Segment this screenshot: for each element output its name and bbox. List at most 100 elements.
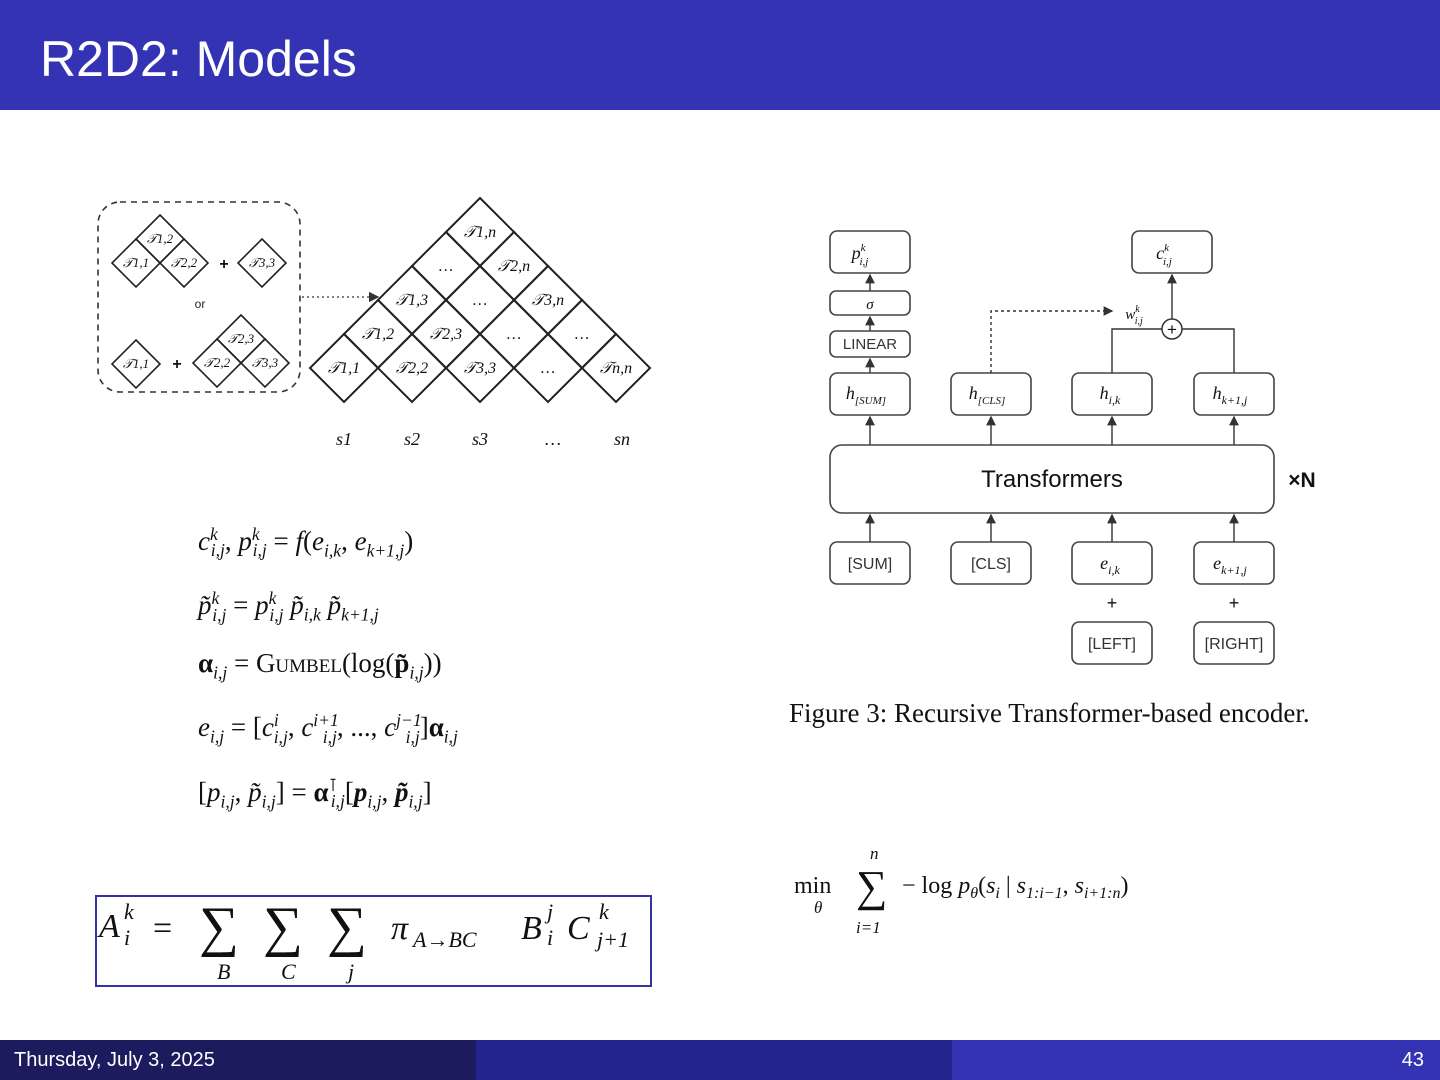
svg-text:i=1: i=1 <box>856 918 881 937</box>
svg-text:=: = <box>153 910 172 947</box>
right-token-box <box>1193 621 1275 665</box>
left-token-label: [LEFT] <box>1088 636 1136 653</box>
equation-3: αi,j = Gumbel(log(p̃i,j)) <box>198 647 442 683</box>
svg-text:h[CLS]: h[CLS] <box>969 383 1006 407</box>
h-sum-sub: [SUM] <box>855 395 886 407</box>
w-sub: i,j <box>1135 316 1143 327</box>
page-number: 43 <box>1401 1049 1424 1071</box>
equation-5: [pi,j, p̃i,j] = α⊺i,j[pi,j, p̃i,j] <box>198 774 432 811</box>
slide-footer: Thursday, July 3, 2025 43 <box>0 1040 1440 1080</box>
h-cls-label: h <box>969 383 978 403</box>
svg-text:pki,j: pk i,j <box>850 242 869 268</box>
triangle-label: … <box>473 292 487 309</box>
inset-label: 𝒯3,3 <box>249 255 276 270</box>
triangle-label: 𝒯3,3 <box>464 360 496 377</box>
p-output-sup: k <box>861 242 867 254</box>
svg-text:θ: θ <box>814 898 822 917</box>
e-k1j-sub: k+1,j <box>1221 563 1247 577</box>
equation-block: cki,j, pki,j = f(ei,k, ek+1,j) p̃ki,j = … <box>198 510 618 825</box>
w-sup: k <box>1135 304 1140 315</box>
triangle-label: 𝒯1,n <box>464 224 496 241</box>
svg-text:A→BC: A→BC <box>411 927 477 952</box>
transformers-label: Transformers <box>981 466 1123 493</box>
svg-text:∑: ∑ <box>856 862 887 911</box>
inset-label: 𝒯2,2 <box>171 255 198 270</box>
inside-formula: A k i = ∑ B ∑ C ∑ j π A→BC B j i C k j+1 <box>97 896 629 984</box>
linear-label: LINEAR <box>843 336 897 353</box>
h-cls-sub: [CLS] <box>978 395 1006 407</box>
svg-text:min: min <box>794 873 831 899</box>
chart-table-diagram: 𝒯1,2 𝒯1,1 𝒯2,2 𝒯3,3 𝒯2,3 𝒯1,1 𝒯2,2 𝒯3,3 … <box>97 196 652 449</box>
triangle-label: 𝒯2,2 <box>396 360 428 377</box>
h-ik-label: h <box>1100 383 1109 403</box>
c-output-sub: i,j <box>1163 256 1172 268</box>
inset-label: 𝒯2,3 <box>228 331 255 346</box>
sequence-label: sn <box>614 429 630 449</box>
svg-text:hk+1,j: hk+1,j <box>1213 383 1248 407</box>
cls-token-label: [CLS] <box>971 556 1011 573</box>
h-sum-box <box>829 372 911 416</box>
triangle-grid <box>308 196 652 404</box>
loss-formula: min θ n ∑ i=1 − log pθ(si | s1:i−1, si+1… <box>794 845 1129 937</box>
oplus-icon <box>1161 318 1183 340</box>
inside-formula-box: A k i = ∑ B ∑ C ∑ j π A→BC B j i C k j+1 <box>95 895 652 987</box>
footer-date: Thursday, July 3, 2025 <box>14 1049 215 1071</box>
svg-text:π: π <box>391 910 409 947</box>
c-output-sup: k <box>1164 242 1170 254</box>
svg-text:j+1: j+1 <box>594 927 629 952</box>
p-output-sub: i,j <box>860 256 869 268</box>
equation-1: cki,j, pki,j = f(ei,k, ek+1,j) <box>198 524 414 561</box>
svg-text:j: j <box>544 899 553 924</box>
times-n-label: ×N <box>1288 469 1315 492</box>
right-token-label: [RIGHT] <box>1205 636 1264 653</box>
svg-text:wki,j: wki,j <box>1125 304 1143 327</box>
svg-text:k: k <box>124 899 135 924</box>
triangle-label: 𝒯3,n <box>532 292 564 309</box>
triangle-label: 𝒯1,3 <box>396 292 428 309</box>
svg-text:∑: ∑ <box>199 897 239 958</box>
h-k1j-label: h <box>1213 383 1222 403</box>
h-k1j-sub: k+1,j <box>1222 393 1248 407</box>
triangle-label: 𝒯2,n <box>498 258 530 275</box>
svg-text:B: B <box>217 959 230 984</box>
sigma-label: σ <box>866 297 874 313</box>
plus-sign: + <box>1229 593 1240 613</box>
inset-or: or <box>195 297 206 311</box>
equation-4: ei,j = [cii,j, ci+1i,j, ..., cj−1i,j]αi,… <box>198 710 458 747</box>
sequence-label: s3 <box>472 429 488 449</box>
c-output-box <box>1131 230 1213 274</box>
svg-text:C: C <box>567 910 590 947</box>
h-sum-label: h <box>846 383 855 403</box>
inset-label: 𝒯1,1 <box>123 255 149 270</box>
e-k1j-label: e <box>1213 553 1221 573</box>
sum-token-label: [SUM] <box>848 556 892 573</box>
oplus-sign: + <box>1167 320 1177 339</box>
inset-plus: + <box>172 356 181 373</box>
slide-header: R2D2: Models <box>0 0 1440 110</box>
sequence-label: s2 <box>404 429 420 449</box>
svg-text:n: n <box>870 845 879 863</box>
triangle-label: 𝒯n,n <box>600 360 632 377</box>
figure-caption: Figure 3: Recursive Transformer-based en… <box>789 698 1310 728</box>
svg-text:B: B <box>521 910 542 947</box>
h-ik-sub: i,k <box>1109 393 1121 407</box>
inset-label: 𝒯2,2 <box>204 355 231 370</box>
w-label: w <box>1125 307 1135 323</box>
triangle-label: 𝒯1,2 <box>362 326 394 343</box>
plus-sign: + <box>1107 593 1118 613</box>
equation-2: p̃ki,j = pki,j p̃i,k p̃k+1,j <box>198 588 379 625</box>
sequence-label: … <box>545 429 561 449</box>
p-output-box <box>829 230 911 274</box>
svg-text:A: A <box>97 908 120 945</box>
sequence-label: s1 <box>336 429 352 449</box>
inset-label: 𝒯1,1 <box>123 356 149 371</box>
svg-text:− log pθ(si | s1:i−1, si+1:n): − log pθ(si | s1:i−1, si+1:n) <box>902 873 1129 902</box>
triangle-label: … <box>507 326 521 343</box>
svg-text:ei,k: ei,k <box>1100 553 1120 577</box>
inset-diamonds <box>110 213 291 390</box>
svg-text:k: k <box>599 899 610 924</box>
h-cls-box <box>950 372 1032 416</box>
p-output-label: p <box>850 243 861 263</box>
svg-text:i: i <box>547 925 553 950</box>
